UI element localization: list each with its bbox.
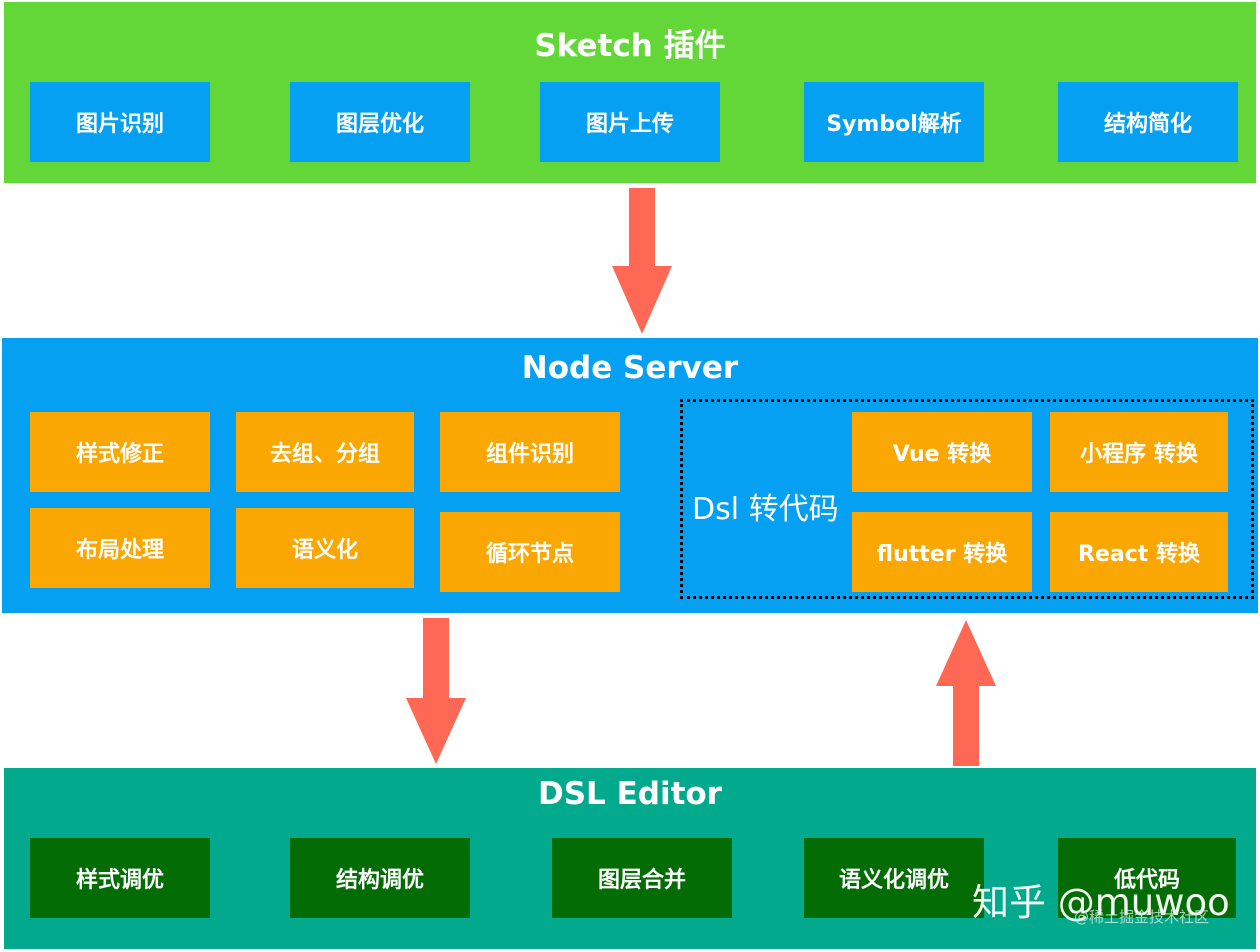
dsl-item-vue: Vue 转换: [852, 412, 1032, 492]
sketch-plugin-title: Sketch 插件: [534, 28, 726, 64]
editor-item-low-code: 低代码: [1058, 838, 1236, 918]
editor-item-style-tuning: 样式调优: [30, 838, 210, 918]
node-item-loop-nodes: 循环节点: [440, 512, 620, 592]
sketch-item-image-upload: 图片上传: [540, 82, 720, 162]
node-server-title: Node Server: [521, 350, 739, 386]
node-item-ungroup-group: 去组、分组: [236, 412, 414, 492]
dsl-editor-panel: DSL Editor 样式调优 结构调优 图层合并 语义化调优 低代码: [4, 768, 1256, 949]
node-item-layout-processing: 布局处理: [30, 508, 210, 588]
arrow-down-sketch-to-node: [612, 188, 672, 334]
dsl-item-react: React 转换: [1050, 512, 1228, 592]
editor-item-structure-tuning: 结构调优: [290, 838, 470, 918]
editor-item-semantic-tuning: 语义化调优: [804, 838, 984, 918]
node-server-panel: Node Server 样式修正 去组、分组 组件识别 布局处理 语义化 循环节…: [2, 338, 1258, 613]
sketch-item-structure-simplification: 结构简化: [1058, 82, 1238, 162]
dsl-item-flutter: flutter 转换: [852, 512, 1032, 592]
dsl-editor-title: DSL Editor: [537, 776, 722, 812]
sketch-item-layer-optimization: 图层优化: [290, 82, 470, 162]
dsl-to-code-group: [680, 399, 1254, 599]
dsl-item-mini-program: 小程序 转换: [1050, 412, 1228, 492]
node-item-component-recognition: 组件识别: [440, 412, 620, 492]
sketch-item-symbol-parsing: Symbol解析: [804, 82, 984, 162]
watermark-juejin: @稀土掘金技术社区: [1074, 908, 1210, 926]
node-item-semantics: 语义化: [236, 508, 414, 588]
arrow-down-node-to-editor: [406, 618, 466, 764]
sketch-plugin-panel: Sketch 插件 图片识别 图层优化 图片上传 Symbol解析 结构简化: [4, 2, 1256, 183]
sketch-item-image-recognition: 图片识别: [30, 82, 210, 162]
watermark-zhihu: 知乎 @muwoo: [972, 881, 1230, 924]
editor-item-layer-merge: 图层合并: [552, 838, 732, 918]
dsl-to-code-label: Dsl 转代码: [692, 492, 839, 527]
node-item-style-fix: 样式修正: [30, 412, 210, 492]
arrow-up-editor-to-dsl: [936, 620, 996, 766]
